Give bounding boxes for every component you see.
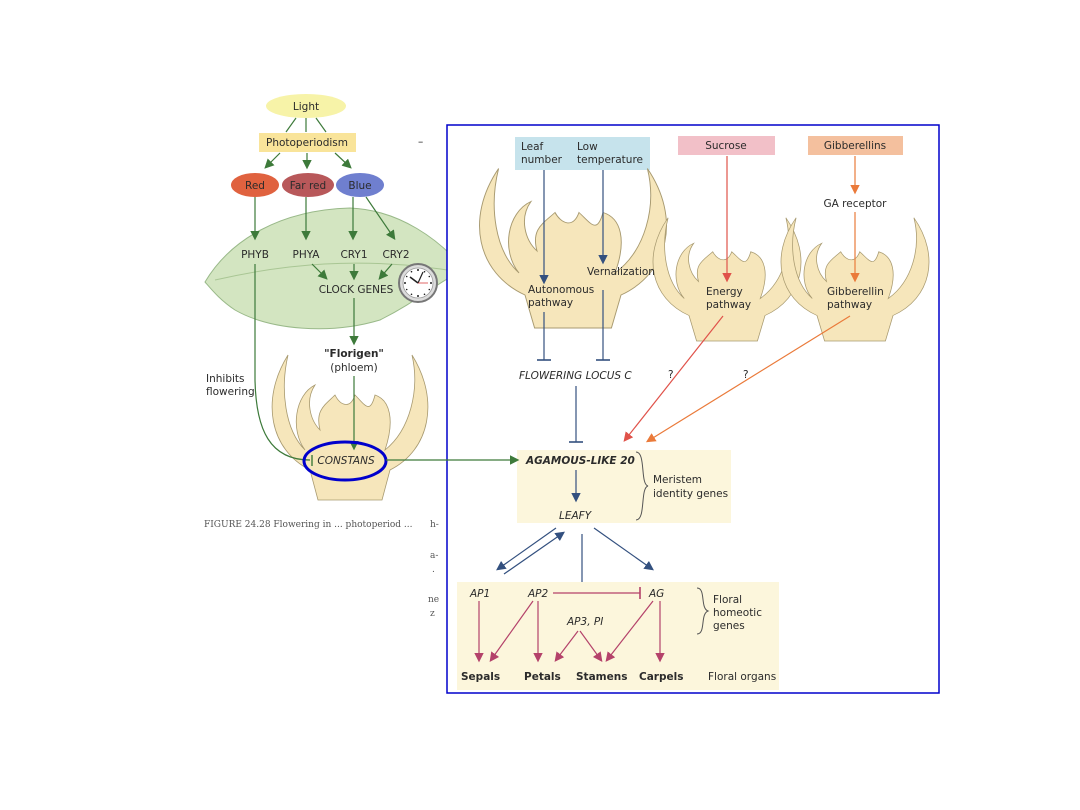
left-figure: Light Photoperiodism – Red Far red Blue … xyxy=(204,94,466,619)
caption-fragment: FIGURE 24.28 Flowering in ... photoperio… xyxy=(204,520,413,530)
floral-homeotic-label-3: genes xyxy=(713,620,745,632)
unknown-ga-label: ? xyxy=(743,369,749,381)
far-red-light-label: Far red xyxy=(290,180,326,192)
leaf-number-label-2: number xyxy=(521,154,563,166)
margin-fragment-4: ne xyxy=(428,595,439,605)
low-temp-label-2: temperature xyxy=(577,154,643,166)
cry1-label: CRY1 xyxy=(340,249,367,261)
energy-label-2: pathway xyxy=(706,299,751,311)
meristem-brace xyxy=(635,451,649,521)
red-light-label: Red xyxy=(245,180,265,192)
light-label: Light xyxy=(293,101,319,113)
cry2-label: CRY2 xyxy=(382,249,409,261)
photoperiodism-box xyxy=(259,133,356,152)
autonomous-label-2: pathway xyxy=(528,297,573,309)
phyb-label: PHYB xyxy=(241,249,269,261)
ag-label: AG xyxy=(648,588,664,600)
vernalization-label: Vernalization xyxy=(587,266,655,278)
phya-label: PHYA xyxy=(292,249,320,261)
meristem-label-1: Meristem xyxy=(653,474,702,486)
sucrose-label: Sucrose xyxy=(705,140,747,152)
sucrose-box xyxy=(678,136,775,155)
energy-label-1: Energy xyxy=(706,286,743,298)
gibberellin-label-1: Gibberellin xyxy=(827,286,884,298)
leaf-number-label-1: Leaf xyxy=(521,141,544,153)
photoperiodism-label: Photoperiodism xyxy=(266,137,348,149)
floral-homeotic-label-1: Floral xyxy=(713,594,742,606)
unknown-energy-label: ? xyxy=(668,369,674,381)
ap2-label: AP2 xyxy=(527,588,549,600)
far-red-light-node xyxy=(282,173,334,197)
ap3-pi-label: AP3, PI xyxy=(566,616,603,628)
right-figure: Leaf number Low temperature Sucrose Gibb… xyxy=(386,124,940,694)
flc-label: FLOWERING LOCUS C xyxy=(519,370,632,382)
stray-dash: – xyxy=(418,136,423,148)
margin-fragment-1: h- xyxy=(430,520,439,530)
gibberellins-box xyxy=(808,136,903,155)
floral-homeotic-box xyxy=(457,582,779,690)
leaf-temp-input-box xyxy=(515,137,650,170)
carpels-label: Carpels xyxy=(639,671,683,683)
homeotic-brace xyxy=(696,587,710,635)
margin-fragment-5: z xyxy=(430,609,435,619)
petals-label: Petals xyxy=(524,671,561,683)
florigen-label: "Florigen" xyxy=(324,348,384,360)
inhibits-label-line2: flowering xyxy=(206,386,255,398)
leafy-label: LEAFY xyxy=(559,510,593,522)
constans-label: CONSTANS xyxy=(317,455,375,467)
blue-light-label: Blue xyxy=(348,180,371,192)
clock-genes-label: CLOCK GENES xyxy=(319,284,394,296)
floral-homeotic-label-2: homeotic xyxy=(713,607,762,619)
ap1-label: AP1 xyxy=(469,588,490,600)
low-temp-label-1: Low xyxy=(577,141,598,153)
inhibits-label-line1: Inhibits xyxy=(206,373,245,385)
phloem-label: (phloem) xyxy=(330,362,378,374)
gibberellins-label: Gibberellins xyxy=(824,140,886,152)
gibberellin-label-2: pathway xyxy=(827,299,872,311)
stamens-label: Stamens xyxy=(576,671,627,683)
sepals-label: Sepals xyxy=(461,671,500,683)
clock-icon xyxy=(398,263,438,303)
autonomous-label-1: Autonomous xyxy=(528,284,594,296)
margin-fragment-2: a- xyxy=(430,551,438,561)
meristem-identity-box xyxy=(517,450,731,523)
blue-light-node xyxy=(336,173,384,197)
meristem-label-2: identity genes xyxy=(653,488,728,500)
constans-highlight xyxy=(302,440,388,482)
floral-organs-label: Floral organs xyxy=(708,671,776,683)
margin-fragment-3: . xyxy=(432,565,435,575)
agl20-label: AGAMOUS-LIKE 20 xyxy=(525,455,635,467)
red-light-node xyxy=(231,173,279,197)
ga-receptor-label: GA receptor xyxy=(824,198,888,210)
light-node xyxy=(266,94,346,118)
shoot-apex-left xyxy=(271,354,429,501)
